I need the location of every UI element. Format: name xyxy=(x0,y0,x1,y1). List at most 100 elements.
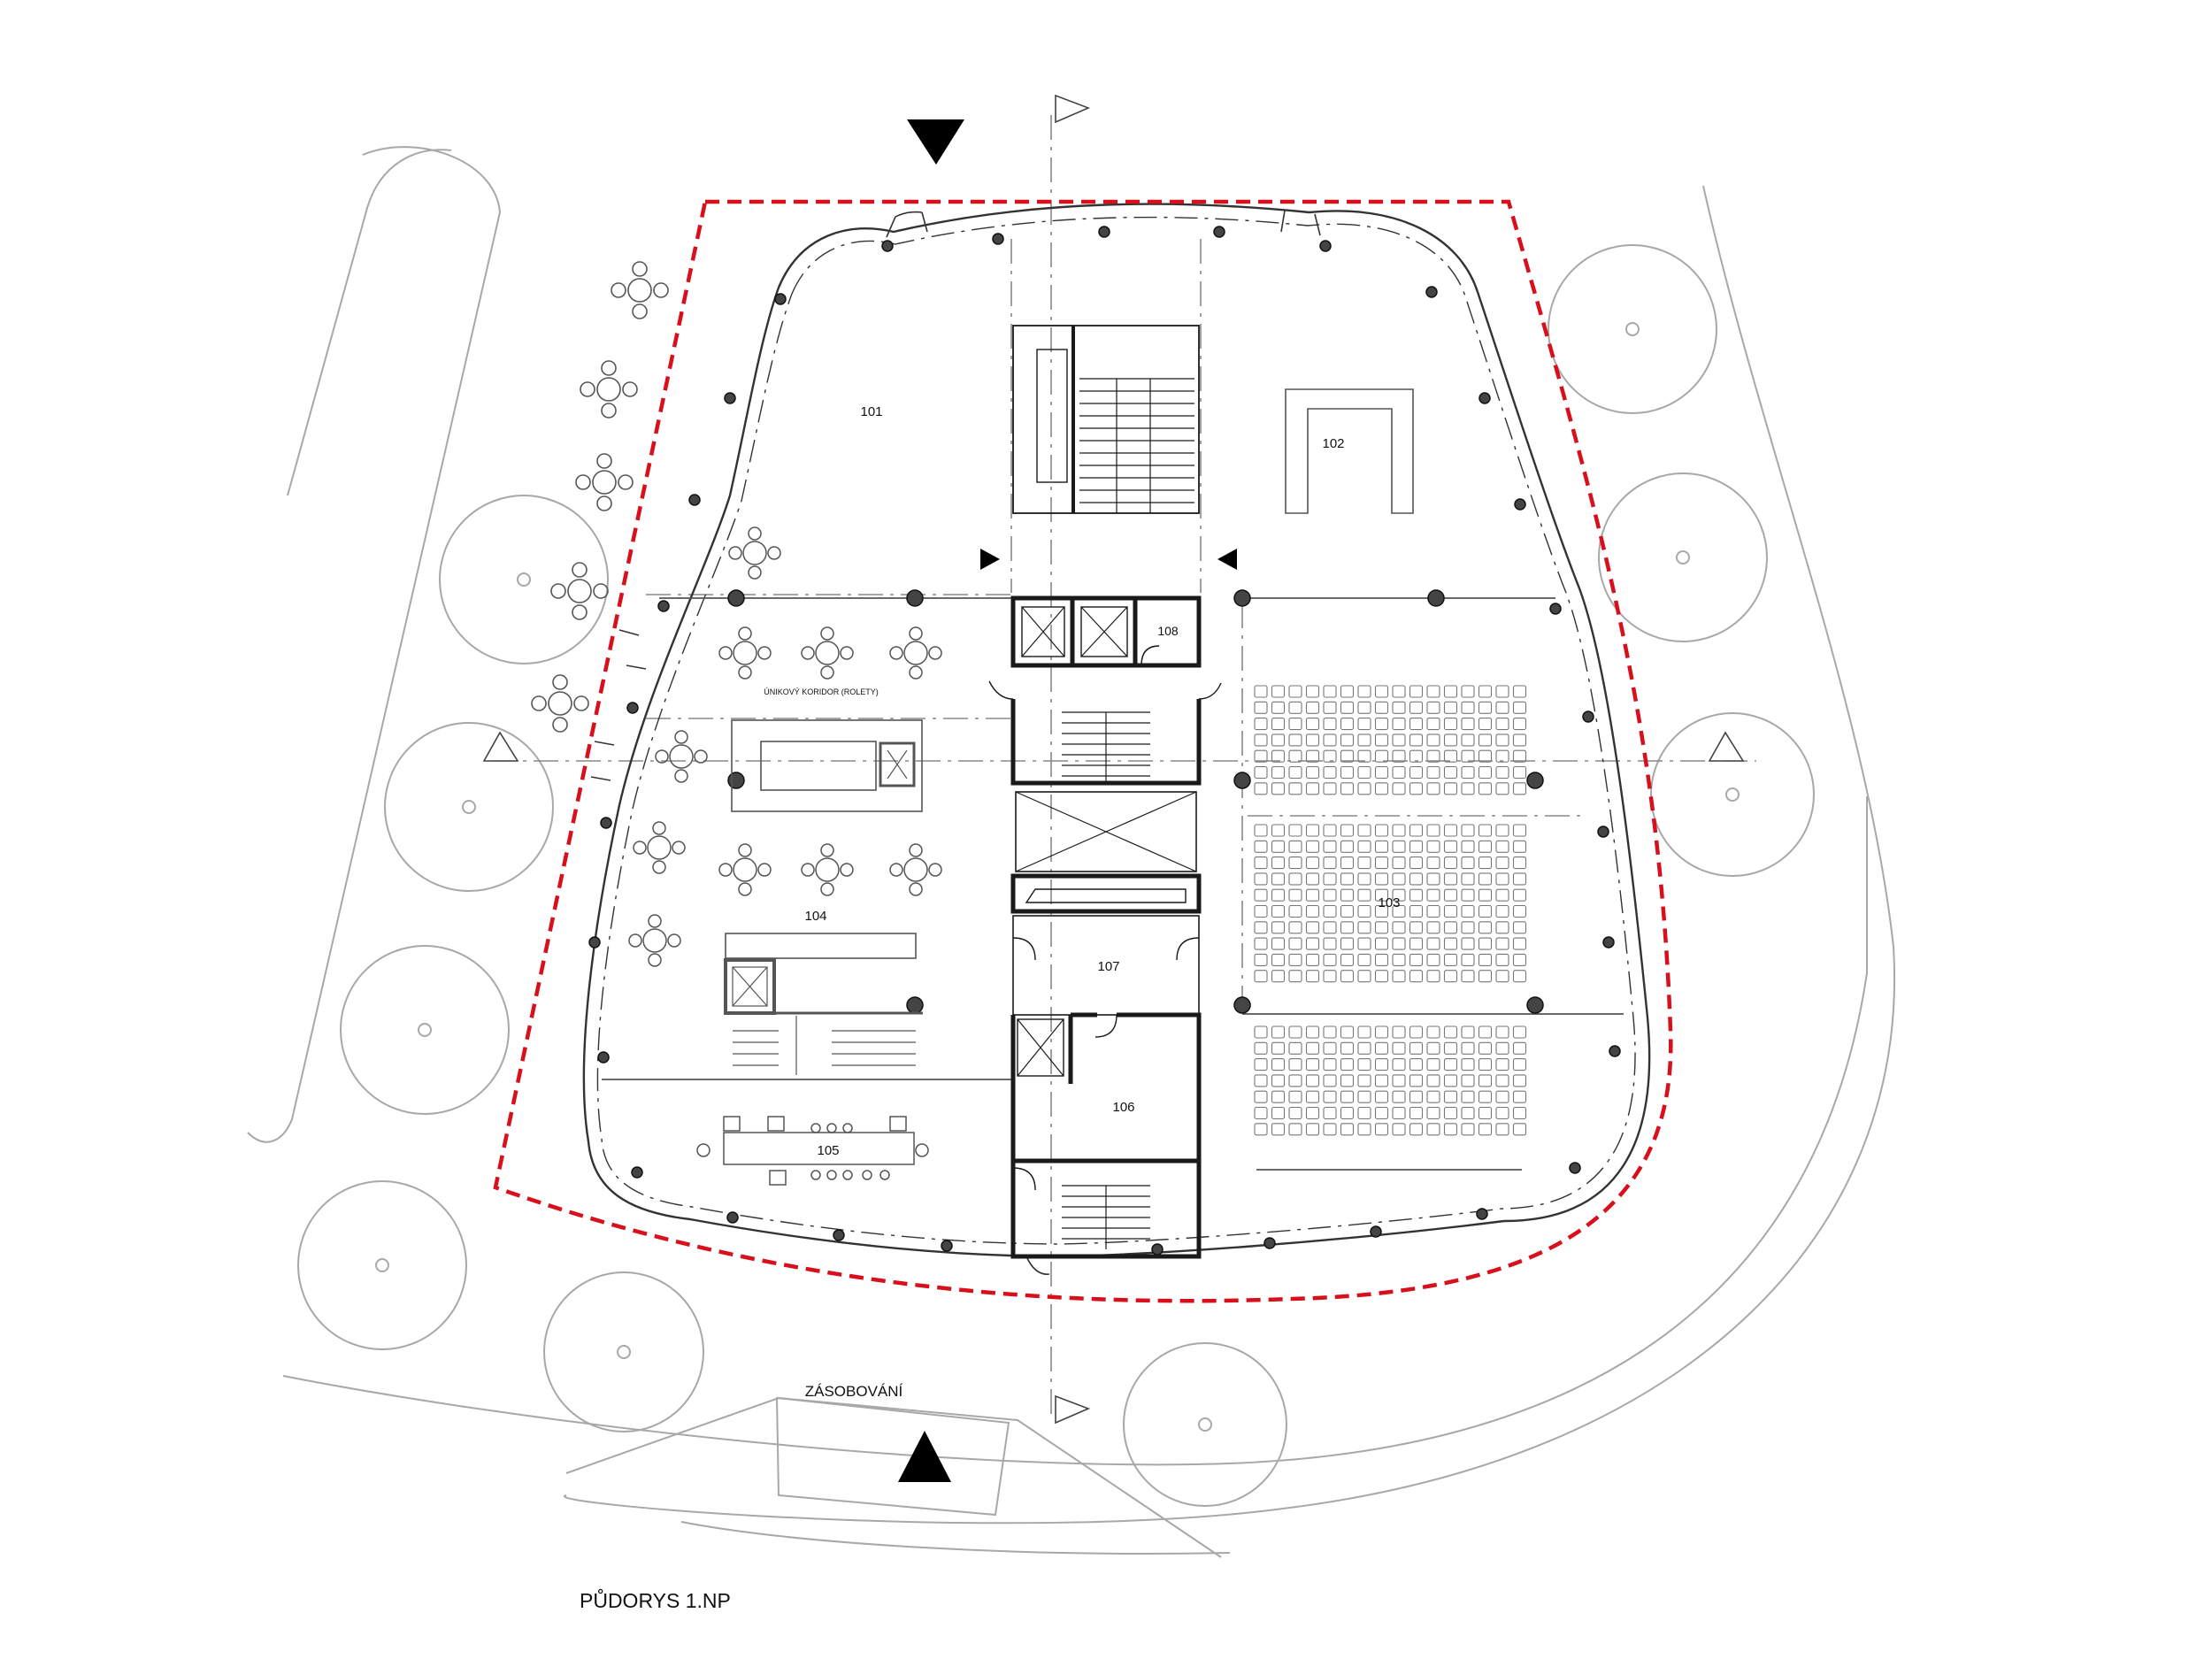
seat xyxy=(1512,1123,1527,1136)
seat xyxy=(1478,685,1493,698)
seat xyxy=(1443,718,1458,731)
seat xyxy=(1478,872,1493,886)
seat xyxy=(1254,765,1268,780)
seat xyxy=(1495,824,1509,837)
seat xyxy=(1409,856,1424,870)
seat xyxy=(1443,1058,1458,1071)
seat xyxy=(1271,970,1286,983)
seat xyxy=(1512,1058,1527,1071)
door-north-2 xyxy=(1280,210,1321,236)
seat xyxy=(1374,1106,1389,1120)
north-stair-well xyxy=(1012,325,1200,514)
seat xyxy=(1392,1058,1406,1071)
seat xyxy=(1392,701,1406,714)
seat xyxy=(1392,1106,1406,1120)
seat xyxy=(1323,1058,1337,1071)
seat xyxy=(1305,685,1320,698)
seat xyxy=(1512,718,1527,731)
seat xyxy=(1495,718,1509,731)
seat xyxy=(1409,888,1424,902)
seat xyxy=(1409,685,1424,698)
seat xyxy=(1357,921,1371,934)
seat xyxy=(1271,685,1286,698)
seat xyxy=(1443,840,1458,853)
seat xyxy=(1340,953,1355,966)
seat xyxy=(1409,701,1424,714)
seat xyxy=(1443,782,1458,795)
seat xyxy=(1305,1074,1320,1087)
seat xyxy=(1443,953,1458,966)
seat xyxy=(1461,904,1475,918)
seat xyxy=(1323,701,1337,714)
seat xyxy=(1357,782,1371,795)
seat xyxy=(1426,1106,1440,1120)
seat xyxy=(1512,1074,1527,1087)
seat xyxy=(1512,953,1527,966)
seat xyxy=(1323,733,1337,747)
seat xyxy=(1443,970,1458,983)
section-mark-east-icon xyxy=(1708,731,1745,762)
seat xyxy=(1323,1123,1337,1136)
seat xyxy=(1426,765,1440,780)
seat xyxy=(1357,765,1371,780)
plot-boundary xyxy=(493,199,1673,1303)
seat xyxy=(1392,953,1406,966)
seat xyxy=(1340,856,1355,870)
room-106-label: 106 xyxy=(1112,1100,1134,1115)
seat xyxy=(1271,937,1286,950)
seat xyxy=(1461,953,1475,966)
supply-path xyxy=(565,1396,1222,1558)
seat xyxy=(1271,904,1286,918)
seat xyxy=(1392,824,1406,837)
seat xyxy=(1461,872,1475,886)
seat xyxy=(1288,840,1302,853)
seat xyxy=(1323,1041,1337,1055)
seat xyxy=(1461,1090,1475,1103)
seat xyxy=(1409,953,1424,966)
room-102-label: 102 xyxy=(1322,436,1344,451)
seat xyxy=(1288,824,1302,837)
table xyxy=(728,526,781,580)
seat xyxy=(1495,904,1509,918)
seat xyxy=(1443,749,1458,763)
seat xyxy=(1512,856,1527,870)
seat xyxy=(1271,701,1286,714)
seat xyxy=(1254,856,1268,870)
seat xyxy=(1374,1074,1389,1087)
seat xyxy=(1409,782,1424,795)
seat xyxy=(1374,937,1389,950)
seat xyxy=(1357,1106,1371,1120)
seat xyxy=(1305,888,1320,902)
seat xyxy=(1288,1025,1302,1039)
table xyxy=(718,843,772,896)
room-107-label: 107 xyxy=(1097,959,1119,974)
seat xyxy=(1426,1090,1440,1103)
seat xyxy=(1323,872,1337,886)
door-west-2 xyxy=(590,741,615,781)
seat xyxy=(1271,824,1286,837)
seat xyxy=(1323,765,1337,780)
seat xyxy=(1478,824,1493,837)
seat xyxy=(1271,1025,1286,1039)
seat xyxy=(1254,1123,1268,1136)
seat xyxy=(1374,824,1389,837)
seat xyxy=(1461,840,1475,853)
seat xyxy=(1392,856,1406,870)
seat xyxy=(1254,718,1268,731)
seat xyxy=(1409,840,1424,853)
seat xyxy=(1374,782,1389,795)
seat xyxy=(1426,718,1440,731)
seat xyxy=(1340,1106,1355,1120)
seat xyxy=(1288,718,1302,731)
seat xyxy=(1323,1106,1337,1120)
seat xyxy=(1409,872,1424,886)
seat xyxy=(1254,1058,1268,1071)
seat xyxy=(1271,1041,1286,1055)
seat xyxy=(1461,685,1475,698)
seat xyxy=(1357,1058,1371,1071)
seat xyxy=(1512,749,1527,763)
seat xyxy=(1288,1123,1302,1136)
seat xyxy=(1409,921,1424,934)
seat xyxy=(1478,749,1493,763)
seat xyxy=(1478,921,1493,934)
